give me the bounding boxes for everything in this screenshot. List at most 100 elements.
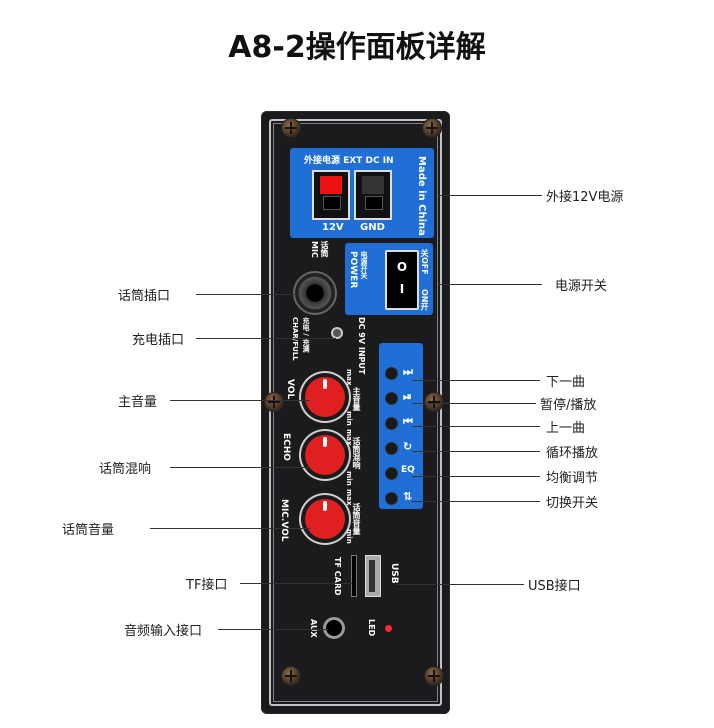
panel-inner-frame (273, 123, 438, 702)
leader-line (412, 476, 540, 477)
screw-icon (281, 118, 301, 138)
rocker-off-mark: O (396, 260, 408, 274)
vol-label: VOL (285, 379, 295, 400)
vol-min-label: min (345, 411, 353, 426)
terminal-hole (365, 196, 383, 210)
micvol-cn-label: 话筒音量 (352, 503, 361, 535)
next-track-button[interactable] (385, 367, 398, 380)
page-title: A8-2操作面板详解 (228, 30, 486, 65)
usb-label: USB (389, 563, 399, 584)
leader-line (240, 583, 352, 584)
panel-frame (269, 119, 442, 706)
mic-cn-label: 话筒 (320, 241, 329, 257)
screw-icon (281, 666, 301, 686)
callout-power-switch: 电源开关 (555, 279, 608, 294)
mic-label: MIC (310, 241, 319, 258)
leader-line (218, 629, 328, 630)
callout-aux-in: 音频输入接口 (124, 624, 203, 639)
ext-dc-label: 外接电源 EXT DC IN (304, 156, 394, 166)
echo-cn-label: 话筒混响 (352, 437, 361, 469)
leader-line (412, 451, 540, 452)
power-block: POWER 电源开关 O I 关OFF ON开 (345, 243, 433, 315)
leader-line (412, 403, 536, 404)
leader-line (196, 338, 336, 339)
leader-line (438, 284, 542, 285)
play-pause-icon: ⏯ (403, 390, 412, 403)
callout-mic-echo: 话筒混响 (99, 462, 152, 477)
label-gnd: GND (360, 222, 385, 233)
power-cn-label: 电源开关 (360, 251, 368, 279)
made-in-label: Made in China (416, 156, 427, 236)
screw-icon (422, 118, 442, 138)
mic-jack[interactable] (293, 271, 337, 315)
echo-label: ECHO (281, 433, 291, 461)
echo-max-label: max (345, 429, 353, 446)
loop-button[interactable] (385, 442, 398, 455)
callout-charge-jack: 充电插口 (132, 333, 185, 348)
label-12v: 12V (322, 222, 344, 233)
callout-mic-vol: 话筒音量 (62, 523, 115, 538)
power-label: POWER (348, 251, 358, 289)
charge-cn-label: 充电 / 充满 (302, 317, 310, 353)
mic-volume-knob[interactable] (305, 499, 345, 539)
vol-cn-label: 主音量 (352, 387, 361, 411)
screw-icon (264, 392, 284, 412)
on-label: ON开 (420, 289, 429, 311)
leader-line (412, 501, 540, 502)
tf-card-label: TF CARD (333, 557, 342, 596)
callout-prev-track: 上一曲 (546, 421, 586, 436)
red-clip-icon (320, 176, 342, 194)
callout-usb-port: USB接口 (528, 579, 581, 594)
callout-ext-power: 外接12V电源 (546, 190, 624, 205)
echo-knob[interactable] (305, 435, 345, 475)
vol-max-label: max (345, 369, 353, 386)
leader-line (412, 426, 540, 427)
prev-track-button[interactable] (385, 417, 398, 430)
leader-line (170, 467, 310, 468)
switch-icon: ⇅ (403, 490, 413, 503)
terminal-12v[interactable] (312, 170, 350, 220)
callout-master-vol: 主音量 (118, 395, 158, 410)
leader-line (438, 195, 542, 196)
rocker-on-mark: I (399, 282, 405, 296)
eq-button[interactable] (385, 467, 398, 480)
loop-icon: ↻ (403, 440, 413, 453)
terminal-gnd[interactable] (354, 170, 392, 220)
screw-icon (424, 392, 444, 412)
screw-icon (424, 666, 444, 686)
micvol-min-label: min (345, 529, 353, 544)
master-volume-knob[interactable] (305, 377, 345, 417)
usb-port[interactable] (365, 555, 381, 597)
callout-loop: 循环播放 (546, 446, 599, 461)
micvol-max-label: max (345, 489, 353, 506)
led-label: LED (367, 619, 376, 637)
charge-jack[interactable] (331, 327, 343, 339)
terminal-hole (323, 196, 341, 210)
callout-next-track: 下一曲 (546, 375, 586, 390)
callout-mic-jack: 话筒插口 (118, 289, 171, 304)
dc-input-label: DC 9V INPUT (357, 317, 366, 375)
leader-line (170, 400, 310, 401)
control-panel: 外接电源 EXT DC IN 12V GND Made in China MIC… (261, 111, 450, 714)
callout-switch: 切换开关 (546, 496, 599, 511)
leader-line (150, 528, 310, 529)
led-indicator (385, 625, 392, 632)
callout-eq: 均衡调节 (546, 471, 599, 486)
leader-line (196, 294, 296, 295)
leader-line (396, 584, 524, 585)
prev-track-icon: ⏮ (403, 415, 413, 428)
callout-play-pause: 暂停/播放 (540, 398, 597, 413)
switch-button[interactable] (385, 492, 398, 505)
aux-jack[interactable] (323, 617, 345, 639)
power-rocker-switch[interactable]: O I (385, 250, 419, 310)
leader-line (412, 380, 540, 381)
tf-card-slot[interactable] (351, 555, 357, 597)
aux-label: AUX (309, 619, 318, 638)
echo-min-label: min (345, 471, 353, 486)
micvol-label: MIC.VOL (279, 499, 289, 542)
callout-tf-port: TF接口 (186, 578, 228, 593)
ext-dc-block: 外接电源 EXT DC IN 12V GND Made in China (290, 148, 434, 238)
play-pause-button[interactable] (385, 392, 398, 405)
eq-label: EQ (401, 465, 415, 475)
black-clip-icon (362, 176, 384, 194)
